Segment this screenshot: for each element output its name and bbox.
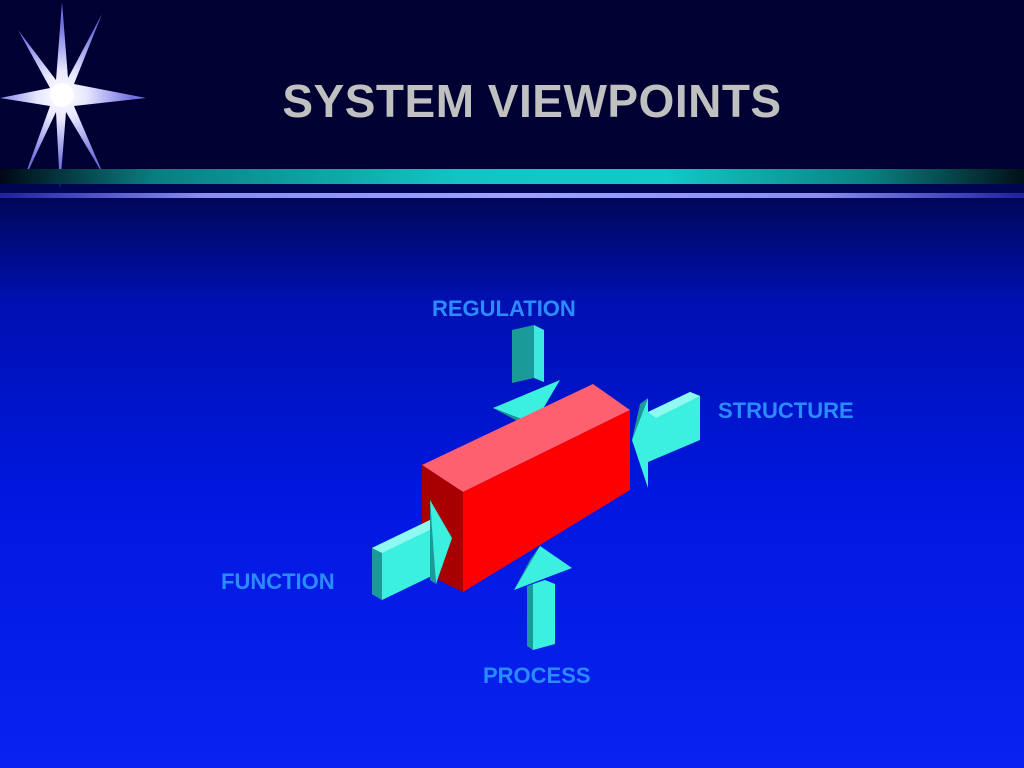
title-divider-teal: [0, 169, 1024, 184]
title-divider-lavender: [0, 193, 1024, 198]
starburst-icon: [0, 2, 146, 188]
label-process: PROCESS: [483, 663, 591, 688]
label-function: FUNCTION: [221, 569, 335, 594]
title-band: [0, 0, 1024, 170]
regulation-arrow: [493, 325, 560, 430]
page-title: SYSTEM VIEWPOINTS: [282, 75, 782, 127]
structure-arrow: [632, 392, 700, 488]
function-arrow: [372, 500, 452, 600]
label-structure: STRUCTURE: [718, 398, 854, 423]
label-regulation: REGULATION: [432, 296, 576, 321]
process-arrow: [514, 546, 572, 650]
